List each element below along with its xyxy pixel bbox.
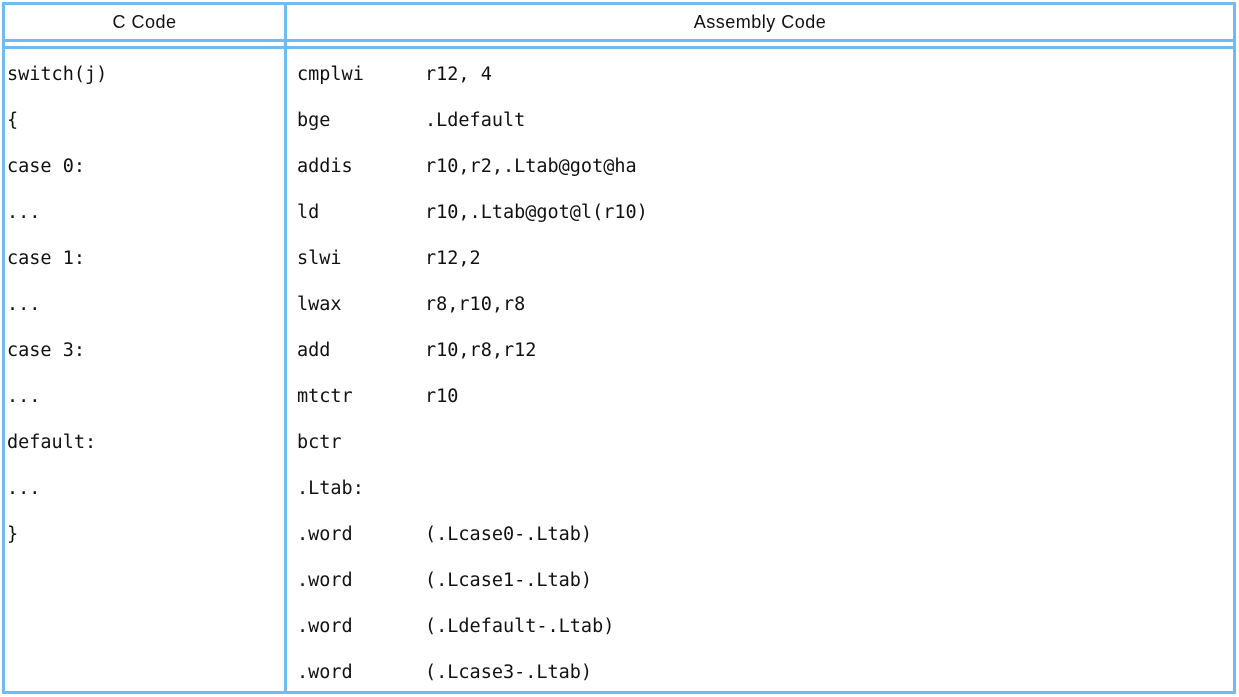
- c-code-line: ...: [7, 386, 41, 407]
- assembly-operands: r12,2: [425, 248, 481, 269]
- assembly-code-line: .word (.Lcase1-.Ltab): [297, 558, 1233, 604]
- column-divider: [284, 5, 287, 691]
- assembly-mnemonic: .word: [297, 616, 353, 637]
- assembly-operands: r12, 4: [425, 64, 492, 85]
- assembly-operands: r10,r8,r12: [425, 340, 537, 361]
- assembly-code-line: .Ltab:: [297, 466, 1233, 512]
- assembly-code-line: ld r10,.Ltab@got@l(r10): [297, 190, 1233, 236]
- assembly-operands: r10,r2,.Ltab@got@ha: [425, 156, 637, 177]
- assembly-operands: r10: [425, 386, 459, 407]
- assembly-mnemonic: .Ltab:: [297, 478, 364, 499]
- assembly-code-line: bctr: [297, 420, 1233, 466]
- assembly-operands: .Ldefault: [425, 110, 526, 131]
- assembly-code-line: lwax r8,r10,r8: [297, 282, 1233, 328]
- assembly-mnemonic: bge: [297, 110, 331, 131]
- assembly-operands: (.Lcase1-.Ltab): [425, 570, 593, 591]
- c-code-column-header: C Code: [112, 12, 177, 32]
- assembly-mnemonic: bctr: [297, 432, 342, 453]
- assembly-operands: r10,.Ltab@got@l(r10): [425, 202, 648, 223]
- c-code-line: case 0:: [7, 156, 85, 177]
- c-code-line: ...: [7, 202, 41, 223]
- assembly-mnemonic: .word: [297, 662, 353, 683]
- c-code-line: {: [7, 110, 19, 131]
- assembly-code-cell: cmplwi r12, 4 bge .Ldefault addis r10,r2,.Lta…: [289, 49, 1233, 691]
- assembly-code-column-header: Assembly Code: [693, 12, 827, 32]
- assembly-mnemonic: addis: [297, 156, 353, 177]
- c-code-line: default:: [7, 432, 97, 453]
- assembly-mnemonic: ld: [297, 202, 320, 223]
- table-header-row: C Code Assembly Code: [5, 5, 1233, 42]
- assembly-code-line: slwi r12,2: [297, 236, 1233, 282]
- assembly-code-line: add r10,r8,r12: [297, 328, 1233, 374]
- assembly-code-line: addis r10,r2,.Ltab@got@ha: [297, 144, 1233, 190]
- assembly-code-line: cmplwi r12, 4: [297, 52, 1233, 98]
- assembly-mnemonic: .word: [297, 524, 353, 545]
- c-code-cell: switch(j) { case 0:... case 1:... case 3:...…: [5, 49, 286, 691]
- assembly-mnemonic: slwi: [297, 248, 342, 269]
- assembly-code-line: .word (.Ldefault-.Ltab): [297, 604, 1233, 650]
- c-code-line: ...: [7, 478, 41, 499]
- table-body-row: switch(j) { case 0:... case 1:... case 3:...…: [5, 46, 1233, 691]
- assembly-mnemonic: lwax: [297, 294, 342, 315]
- assembly-code-line: bge .Ldefault: [297, 98, 1233, 144]
- assembly-operands: (.Lcase0-.Ltab): [425, 524, 593, 545]
- assembly-code-line: .word (.Lcase3-.Ltab): [297, 650, 1233, 691]
- c-code-line: }: [7, 524, 19, 545]
- assembly-operands: (.Lcase3-.Ltab): [425, 662, 593, 683]
- assembly-mnemonic: mtctr: [297, 386, 353, 407]
- assembly-operands: (.Ldefault-.Ltab): [425, 616, 615, 637]
- assembly-code-line: mtctr r10: [297, 374, 1233, 420]
- assembly-operands: r8,r10,r8: [425, 294, 526, 315]
- c-code-line: switch(j): [7, 64, 108, 85]
- c-code-line: case 3:: [7, 340, 85, 361]
- assembly-code-line: .word (.Lcase0-.Ltab): [297, 512, 1233, 558]
- assembly-mnemonic: add: [297, 340, 331, 361]
- c-code-line: case 1:: [7, 248, 85, 269]
- c-code-line: ...: [7, 294, 41, 315]
- assembly-mnemonic: cmplwi: [297, 64, 364, 85]
- assembly-mnemonic: .word: [297, 570, 353, 591]
